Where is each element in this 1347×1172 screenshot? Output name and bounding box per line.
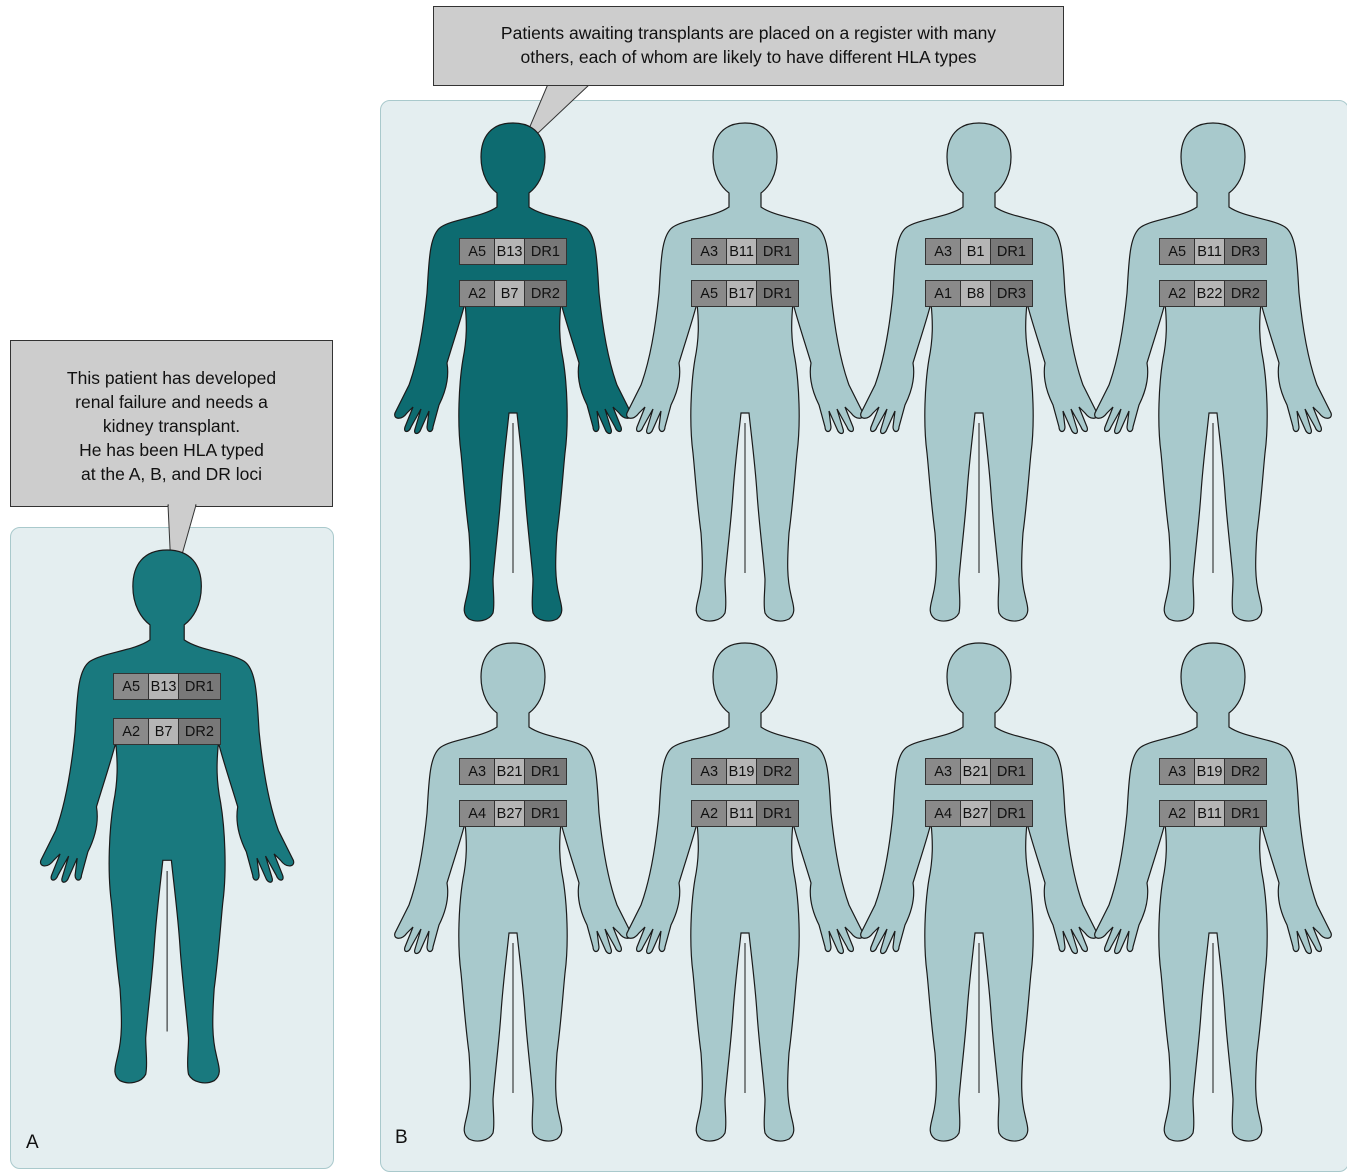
hla-antigen-cell: A5 — [460, 239, 495, 264]
hla-antigen-cell: DR1 — [991, 801, 1032, 826]
hla-antigen-cell: A5 — [114, 674, 149, 699]
register-person-figure — [615, 122, 875, 642]
hla-antigen-cell: B7 — [149, 719, 178, 744]
hla-antigen-cell: B27 — [495, 801, 524, 826]
patient-figure — [28, 549, 306, 1105]
hla-antigen-cell: A3 — [692, 239, 727, 264]
hla-antigen-cell: DR1 — [991, 239, 1032, 264]
hla-antigen-cell: DR1 — [179, 674, 220, 699]
callout-line: Patients awaiting transplants are placed… — [434, 21, 1063, 45]
hla-antigen-cell: A3 — [926, 759, 961, 784]
hla-antigen-cell: A2 — [114, 719, 149, 744]
hla-antigen-cell: B27 — [961, 801, 990, 826]
register-patient-figure — [383, 122, 643, 642]
register-person-figure — [849, 122, 1109, 642]
hla-antigen-cell: DR1 — [757, 801, 798, 826]
hla-antigen-cell: A3 — [926, 239, 961, 264]
hla-antigen-cell: B11 — [1195, 239, 1224, 264]
hla-antigen-cell: A5 — [692, 281, 727, 306]
hla-antigen-cell: B21 — [961, 759, 990, 784]
hla-antigen-cell: A4 — [460, 801, 495, 826]
register-person-figure — [849, 642, 1109, 1162]
hla-antigen-cell: A3 — [692, 759, 727, 784]
register-person-figure — [383, 642, 643, 1162]
hla-antigen-cell: A3 — [460, 759, 495, 784]
hla-antigen-cell: B11 — [727, 239, 756, 264]
hla-antigen-cell: A2 — [1160, 281, 1195, 306]
hla-antigen-cell: B8 — [961, 281, 990, 306]
hla-antigen-cell: B13 — [149, 674, 178, 699]
hla-antigen-cell: A2 — [460, 281, 495, 306]
register-person-figure — [1083, 122, 1343, 642]
hla-antigen-cell: A1 — [926, 281, 961, 306]
hla-antigen-cell: DR3 — [1225, 239, 1266, 264]
hla-antigen-cell: B13 — [495, 239, 524, 264]
hla-antigen-cell: DR1 — [757, 239, 798, 264]
hla-antigen-cell: A5 — [1160, 239, 1195, 264]
hla-antigen-cell: B11 — [1195, 801, 1224, 826]
hla-antigen-cell: A4 — [926, 801, 961, 826]
callout-register: Patients awaiting transplants are placed… — [433, 6, 1064, 86]
hla-haplotype-row: A5B17DR1 — [691, 280, 799, 307]
callout-line: others, each of whom are likely to have … — [434, 45, 1063, 69]
hla-antigen-cell: DR2 — [757, 759, 798, 784]
hla-antigen-cell: B22 — [1195, 281, 1224, 306]
hla-antigen-cell: B11 — [727, 801, 756, 826]
hla-antigen-cell: DR1 — [525, 801, 566, 826]
hla-antigen-cell: DR2 — [179, 719, 220, 744]
hla-antigen-cell: B1 — [961, 239, 990, 264]
callout-a-pointer-join — [169, 503, 195, 507]
hla-antigen-cell: B17 — [727, 281, 756, 306]
register-person-figure — [615, 642, 875, 1162]
hla-antigen-cell: DR1 — [991, 759, 1032, 784]
hla-antigen-cell: DR2 — [1225, 759, 1266, 784]
hla-antigen-cell: B7 — [495, 281, 524, 306]
hla-antigen-cell: DR3 — [991, 281, 1032, 306]
hla-antigen-cell: B21 — [495, 759, 524, 784]
hla-antigen-cell: DR2 — [1225, 281, 1266, 306]
hla-antigen-cell: DR1 — [757, 281, 798, 306]
hla-antigen-cell: DR1 — [525, 759, 566, 784]
hla-antigen-cell: A2 — [1160, 801, 1195, 826]
hla-antigen-cell: DR2 — [525, 281, 566, 306]
hla-antigen-cell: DR1 — [1225, 801, 1266, 826]
register-person-figure — [1083, 642, 1343, 1162]
hla-antigen-cell: B19 — [727, 759, 756, 784]
hla-antigen-cell: DR1 — [525, 239, 566, 264]
hla-antigen-cell: A2 — [692, 801, 727, 826]
hla-antigen-cell: A3 — [1160, 759, 1195, 784]
hla-antigen-cell: B19 — [1195, 759, 1224, 784]
